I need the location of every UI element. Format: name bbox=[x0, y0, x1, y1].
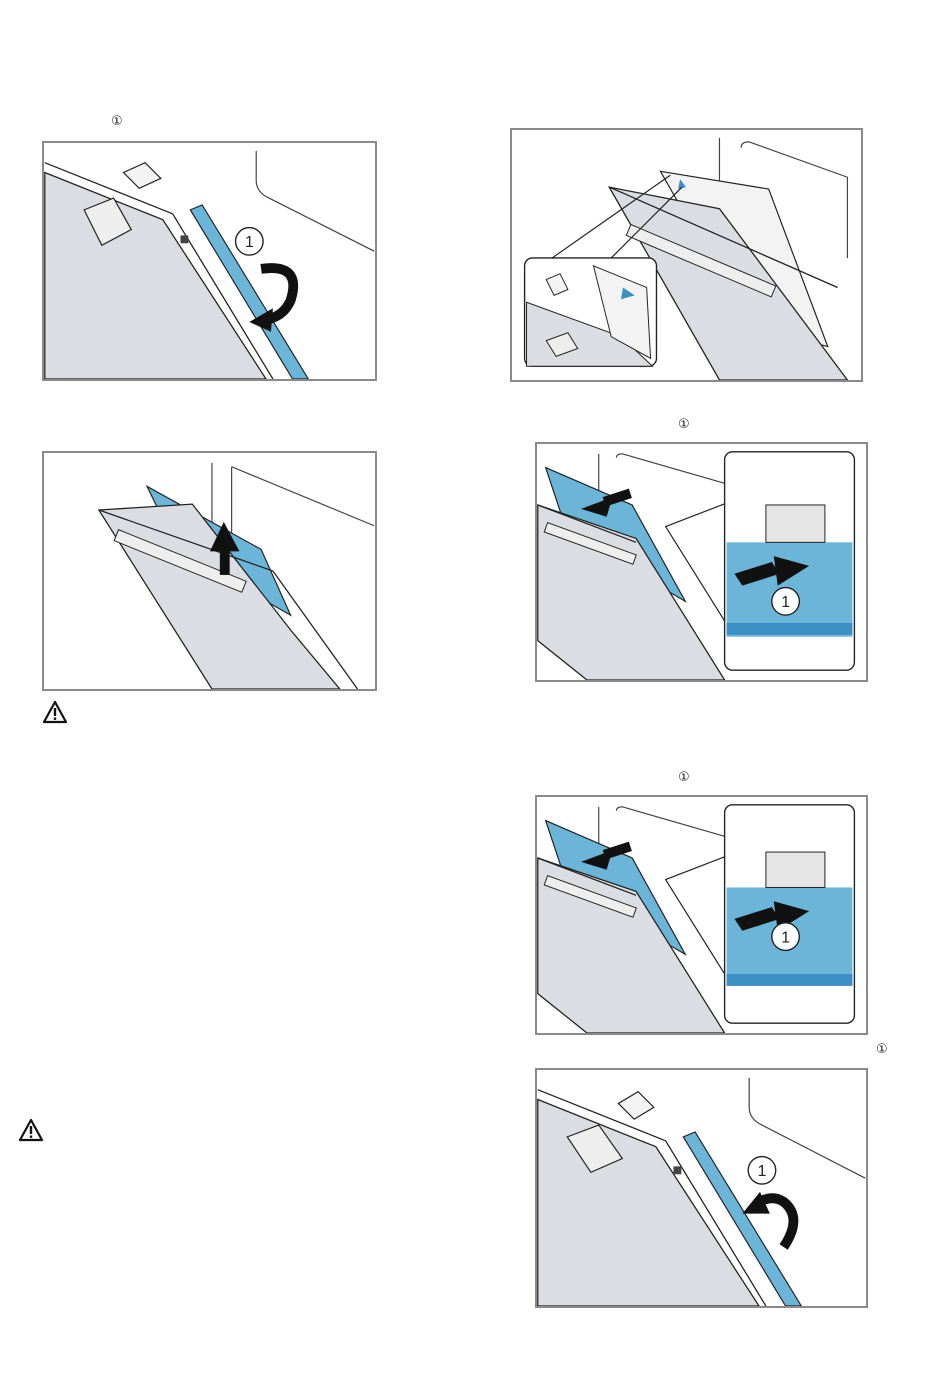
callout-fig4: 1 bbox=[781, 594, 790, 611]
pane-lift-illustration bbox=[44, 453, 375, 689]
pane-insert-illustration-a: 1 bbox=[537, 444, 866, 680]
step-marker-3: ① bbox=[678, 771, 690, 785]
warning-triangle-icon bbox=[42, 700, 68, 724]
step-marker-1: ① bbox=[111, 115, 123, 129]
figure-pane-marking-right bbox=[510, 128, 863, 382]
figure-pane-pivot-left: 1 bbox=[42, 141, 377, 381]
step-marker-4: ① bbox=[876, 1043, 888, 1057]
figure-pane-pivot-right: 1 bbox=[535, 1068, 868, 1308]
pane-pivot-back-illustration: 1 bbox=[537, 1070, 866, 1306]
pane-marking-illustration bbox=[512, 130, 861, 380]
callout-fig6: 1 bbox=[758, 1163, 767, 1180]
figure-pane-lift-left bbox=[42, 451, 377, 691]
figure-pane-insert-right-a: 1 bbox=[535, 442, 868, 682]
warning-triangle-icon bbox=[18, 1118, 44, 1142]
callout-fig5: 1 bbox=[781, 930, 790, 947]
pane-insert-illustration-b: 1 bbox=[537, 797, 866, 1033]
step-marker-2: ① bbox=[678, 418, 690, 432]
pane-pivot-illustration: 1 bbox=[44, 143, 375, 379]
figure-pane-insert-right-b: 1 bbox=[535, 795, 868, 1035]
callout-fig1: 1 bbox=[245, 234, 254, 251]
